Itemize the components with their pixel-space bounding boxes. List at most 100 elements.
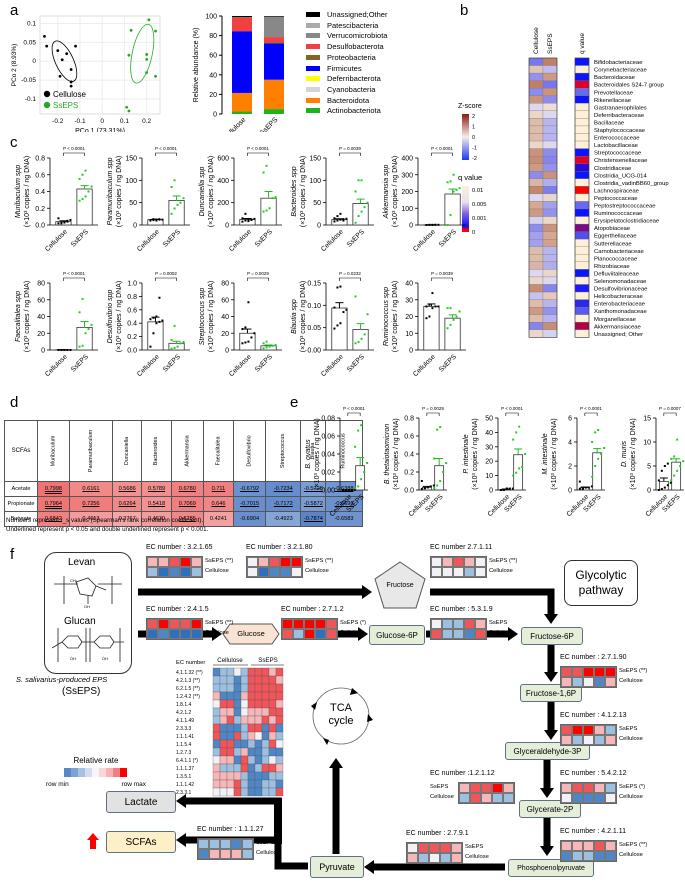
- svg-text:1.1.1.42: 1.1.1.42: [176, 782, 194, 788]
- ec-number-label: EC number : 4.2.1.11: [560, 828, 627, 835]
- svg-text:0.4: 0.4: [127, 321, 137, 328]
- heatmap-cell: [470, 793, 481, 803]
- svg-text:P < 0.0001: P < 0.0001: [431, 146, 453, 151]
- heatmap-cell: [453, 557, 464, 567]
- table-header-scfas: SCFAs: [4, 420, 38, 482]
- svg-text:100: 100: [205, 14, 217, 21]
- ec-number-label: EC number : 5.3.1.9: [430, 606, 493, 613]
- legend-scale-swatch: [113, 768, 120, 777]
- svg-text:Atopobiaceae: Atopobiaceae: [594, 226, 631, 232]
- legend-scale-swatch: [120, 768, 127, 777]
- sseps-row-label: SsEPS: [489, 620, 508, 626]
- svg-text:0: 0: [100, 118, 104, 125]
- heatmap-cell: [481, 793, 492, 803]
- table-row-label: Propionate: [4, 496, 38, 512]
- heatmap-cell: [572, 841, 583, 851]
- svg-text:0.0: 0.0: [404, 488, 414, 495]
- svg-text:SsEPS: SsEPS: [254, 228, 275, 249]
- heatmap-cell: [407, 843, 418, 853]
- svg-text:0: 0: [472, 230, 475, 236]
- svg-text:Faecalitalea spp: Faecalitalea spp: [15, 291, 22, 342]
- svg-text:0: 0: [568, 488, 572, 495]
- svg-text:20: 20: [209, 92, 217, 99]
- svg-text:Cellulose: Cellulose: [217, 657, 243, 664]
- svg-text:Cellulose: Cellulose: [320, 228, 345, 253]
- svg-text:-2: -2: [472, 156, 477, 162]
- svg-text:Cellulose: Cellulose: [53, 90, 86, 99]
- svg-text:P = 0.0029: P = 0.0029: [247, 271, 269, 276]
- svg-text:150: 150: [125, 156, 137, 163]
- legend-label: Verrucomicrobiota: [327, 31, 388, 41]
- fructose-6p-node: Fructose-6P: [521, 627, 583, 645]
- cellulose-row-label: Cellulose: [489, 568, 513, 574]
- heatmap-cell: [169, 557, 180, 567]
- ec-number-label: EC number : 2.7.9.1: [406, 830, 469, 837]
- glycolytic-title-line2: pathway: [578, 583, 624, 597]
- fructose-label: Fructose: [386, 582, 414, 589]
- heatmap-cell: [198, 849, 209, 859]
- svg-text:20: 20: [221, 331, 229, 338]
- svg-text:0.8: 0.8: [127, 294, 137, 301]
- svg-text:0.0: 0.0: [127, 348, 137, 355]
- svg-text:P = 0.0002: P = 0.0002: [155, 271, 177, 276]
- legend-item: Firmicutes: [306, 64, 362, 73]
- heatmap-cell: [605, 841, 616, 851]
- sseps-row-label: SsEPS: [256, 840, 275, 846]
- svg-text:Prevotellaceae: Prevotellaceae: [594, 90, 634, 96]
- ec-number-label: EC number : 2.7.1.90: [560, 654, 627, 661]
- svg-text:(×10³ copies / ng DNA): (×10³ copies / ng DNA): [300, 156, 307, 227]
- table-column-header: Akkermansia: [170, 420, 204, 482]
- sseps-row-label: SsEPS (**): [489, 558, 518, 564]
- svg-text:0: 0: [41, 348, 45, 355]
- svg-text:SsEPS: SsEPS: [547, 33, 554, 54]
- heatmap-cell: [475, 557, 486, 567]
- svg-text:SsEPS: SsEPS: [438, 228, 459, 249]
- heatmap-cell: [418, 843, 429, 853]
- sseps-row-label: SsEPS (*): [619, 784, 646, 790]
- cellulose-row-label: Cellulose: [430, 794, 454, 800]
- svg-text:(×10³ copies / ng DNA): (×10³ copies / ng DNA): [630, 418, 637, 489]
- svg-text:Cellulose: Cellulose: [412, 228, 437, 253]
- heatmap-cell: [247, 567, 258, 577]
- legend-item: Unassigned;Other: [306, 10, 387, 19]
- enzyme-heatmap-grid: [458, 782, 515, 804]
- heatmap-cell: [147, 619, 158, 629]
- svg-text:Bacteroides spp: Bacteroides spp: [291, 166, 298, 216]
- heatmap-cell: [594, 677, 605, 687]
- svg-text:Cellulose: Cellulose: [222, 116, 247, 132]
- legend-label: Desulfobacterota: [327, 42, 384, 52]
- svg-text:SsEPS: SsEPS: [70, 353, 91, 374]
- panel-label-a: a: [10, 2, 19, 19]
- legend-swatch-icon: [306, 12, 320, 17]
- svg-text:Relative abundance (%): Relative abundance (%): [193, 28, 200, 103]
- table-cell: 0.7998: [37, 481, 70, 497]
- heatmap-cell: [605, 677, 616, 687]
- svg-text:0.10: 0.10: [307, 303, 321, 310]
- table-cell: 0.6161: [68, 481, 114, 497]
- svg-text:40: 40: [221, 314, 229, 321]
- svg-text:2: 2: [472, 114, 475, 120]
- cellulose-row-label: Cellulose: [465, 854, 489, 860]
- table-cell: 0.4241: [202, 511, 235, 527]
- legend-scale-swatch: [99, 768, 106, 777]
- enzyme-heatmap-grid: [560, 666, 617, 688]
- svg-text:80: 80: [209, 33, 217, 40]
- svg-text:40: 40: [209, 72, 217, 79]
- svg-text:0.005: 0.005: [472, 202, 487, 208]
- levan-label: Levan: [68, 557, 96, 568]
- svg-text:60: 60: [209, 53, 217, 60]
- row-min-label: row min: [46, 781, 69, 788]
- table-cell: -0.7172: [265, 496, 302, 512]
- table-cell: -0.7234: [265, 481, 302, 497]
- heatmap-cell: [315, 629, 326, 639]
- heatmap-cell: [464, 619, 475, 629]
- legend-swatch-icon: [306, 76, 320, 82]
- heatmap-cell: [209, 849, 220, 859]
- svg-text:P < 0.0001: P < 0.0001: [247, 146, 269, 151]
- enzyme-heatmap-grid: [430, 618, 487, 640]
- table-cell: -0.5728: [300, 481, 327, 497]
